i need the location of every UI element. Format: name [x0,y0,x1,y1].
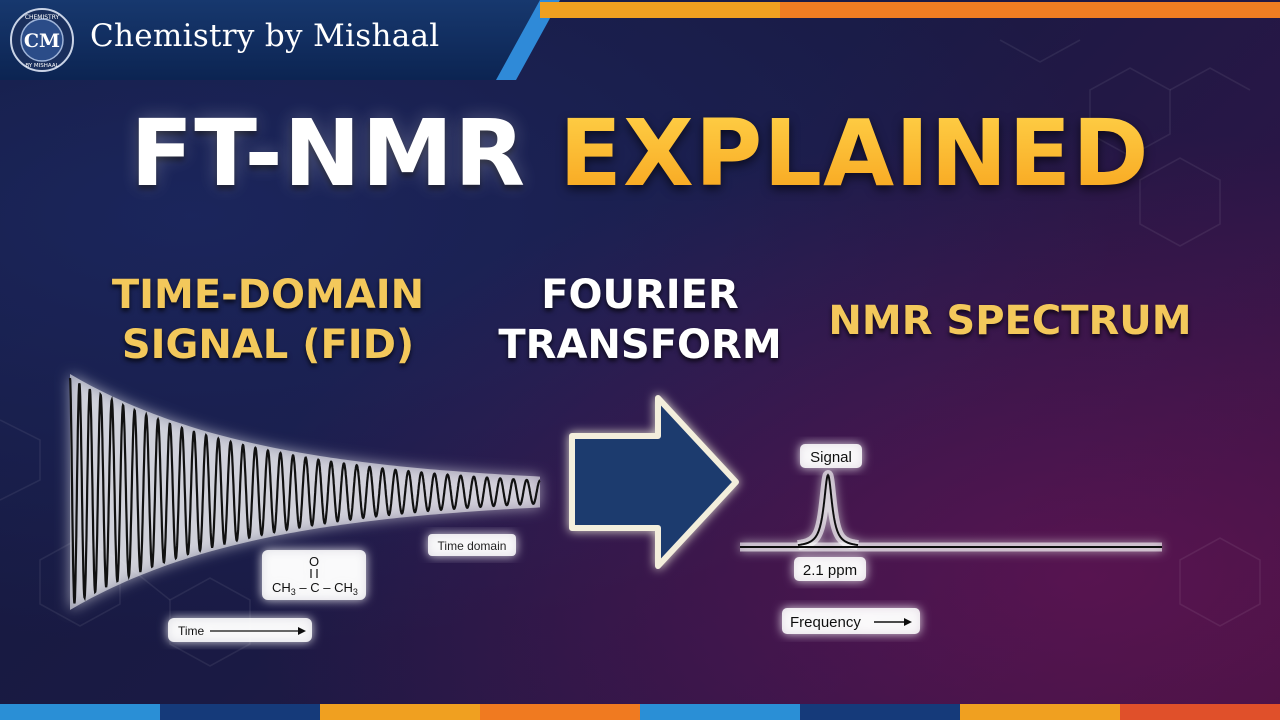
bottom-color-strip [0,704,1280,720]
ppm-label-group: 2.1 ppm [794,557,866,581]
acetone-oxygen: O [309,554,319,569]
time-axis-group: Time [168,618,312,642]
fid-waveform [68,377,541,604]
fid-heading: TIME-DOMAIN SIGNAL (FID) [68,270,468,370]
frequency-axis-group: Frequency [782,608,920,634]
acetone-formula: CH3 – C – CH3 [272,580,358,597]
strip-segment [640,704,800,720]
strip-segment [320,704,480,720]
ppm-label: 2.1 ppm [803,562,857,579]
logo-ring-bottom: BY MISHAAL [25,63,59,69]
transform-heading-line2: TRANSFORM [498,322,782,368]
signal-label-group: Signal [800,444,862,468]
title-explained: EXPLAINED [559,100,1150,207]
frequency-label: Frequency [790,614,861,631]
fid-heading-line1: TIME-DOMAIN [111,272,425,318]
strip-segment [960,704,1120,720]
strip-segment [800,704,960,720]
top-color-strip [540,2,1280,18]
time-label: Time [178,624,205,638]
brand-logo-icon: CM CHEMISTRY BY MISHAAL [10,8,74,72]
time-domain-label-group: Time domain [428,534,516,556]
strip-segment [160,704,320,720]
logo-letters: CM [24,30,60,52]
transform-heading-line1: FOURIER [541,272,739,318]
logo-ring-top: CHEMISTRY [25,14,60,21]
time-domain-label: Time domain [438,539,507,553]
acetone-structure: O CH3 – C – CH3 [262,550,366,600]
fid-heading-line2: SIGNAL (FID) [121,322,415,368]
strip-segment [0,704,160,720]
brand-banner [0,0,560,80]
strip-segment [480,704,640,720]
main-title: FT-NMR EXPLAINED [0,100,1280,207]
brand-name: Chemistry by Mishaal [90,18,440,54]
title-ft-nmr: FT-NMR [130,100,527,207]
transform-heading: FOURIER TRANSFORM [470,270,810,370]
frequency-arrow-icon [904,618,912,626]
time-arrow-icon [298,627,306,635]
spectrum-heading: NMR SPECTRUM [828,298,1192,344]
spectrum-peak [797,473,859,547]
spectrum-plot [740,470,1162,552]
strip-segment [1120,704,1280,720]
right-arrow-icon [569,395,739,569]
signal-label: Signal [810,449,852,466]
